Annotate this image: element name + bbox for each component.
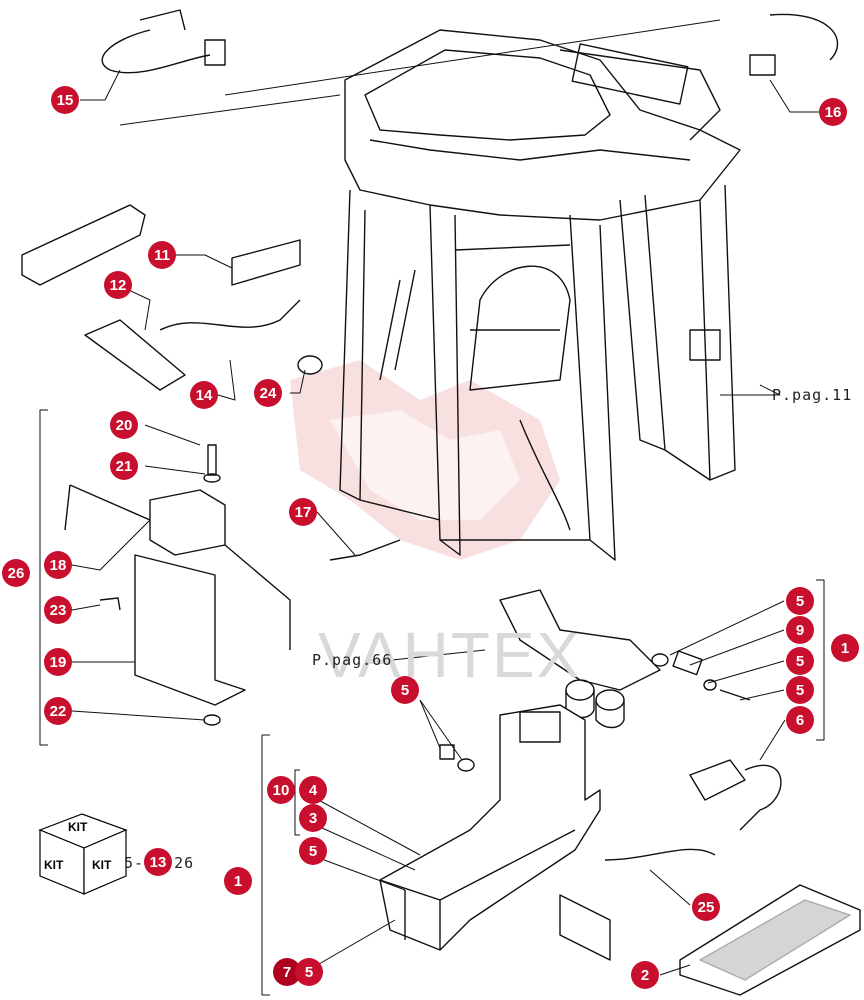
callout-c19[interactable]: 19 — [44, 648, 72, 676]
callout-c5b[interactable]: 5 — [786, 647, 814, 675]
callout-c5c[interactable]: 5 — [786, 676, 814, 704]
callout-c6[interactable]: 6 — [786, 706, 814, 734]
console-box — [379, 704, 601, 951]
leader-lines — [71, 19, 820, 976]
small-parts — [99, 355, 782, 861]
watermark-text: VAHTEX — [318, 619, 582, 691]
kit-label-top: KIT — [68, 820, 88, 834]
callout-c12[interactable]: 12 — [104, 271, 132, 299]
callout-c10[interactable]: 10 — [267, 776, 295, 804]
callout-c5f[interactable]: 5 — [295, 958, 323, 986]
callout-c15[interactable]: 15 — [51, 86, 79, 114]
keypad — [21, 204, 301, 286]
callout-c21[interactable]: 21 — [110, 452, 138, 480]
kit-label-left: KIT — [44, 858, 64, 872]
cab-frame — [339, 184, 736, 561]
callout-c5d[interactable]: 5 — [391, 676, 419, 704]
callout-c17[interactable]: 17 — [289, 498, 317, 526]
callout-c23[interactable]: 23 — [44, 596, 72, 624]
kit-label-right: KIT — [92, 858, 112, 872]
callout-c4[interactable]: 4 — [299, 776, 327, 804]
callout-c2[interactable]: 2 — [631, 961, 659, 989]
callout-c26[interactable]: 26 — [2, 559, 30, 587]
callout-c5e[interactable]: 5 — [299, 837, 327, 865]
kit-icon: KIT KIT KIT — [34, 808, 130, 896]
watermark-logo — [290, 360, 560, 560]
floor-mat — [679, 884, 861, 996]
group-brackets — [39, 409, 825, 996]
callout-c25[interactable]: 25 — [692, 893, 720, 921]
callout-c18[interactable]: 18 — [44, 551, 72, 579]
mounting-bracket — [134, 554, 246, 706]
callout-c3[interactable]: 3 — [299, 804, 327, 832]
callout-c11[interactable]: 11 — [148, 241, 176, 269]
callout-c5a[interactable]: 5 — [786, 587, 814, 615]
connector-harness — [749, 13, 839, 76]
callout-c16[interactable]: 16 — [819, 98, 847, 126]
callout-c13[interactable]: 13 — [144, 848, 172, 876]
control-module — [64, 484, 291, 650]
callout-c24[interactable]: 24 — [254, 379, 282, 407]
callout-c22[interactable]: 22 — [44, 697, 72, 725]
page-reference-11: P.pag.11 — [772, 386, 853, 404]
cover-plate — [559, 894, 611, 961]
callout-c14[interactable]: 14 — [190, 381, 218, 409]
callout-c1b[interactable]: 1 — [224, 867, 252, 895]
page-reference-66: P.pag.66 — [312, 651, 393, 669]
sensor-harness — [101, 9, 226, 74]
callout-c1a[interactable]: 1 — [831, 634, 859, 662]
cab-roof — [344, 29, 741, 221]
mirror — [84, 299, 301, 391]
callout-c20[interactable]: 20 — [110, 411, 138, 439]
callout-c9[interactable]: 9 — [786, 616, 814, 644]
